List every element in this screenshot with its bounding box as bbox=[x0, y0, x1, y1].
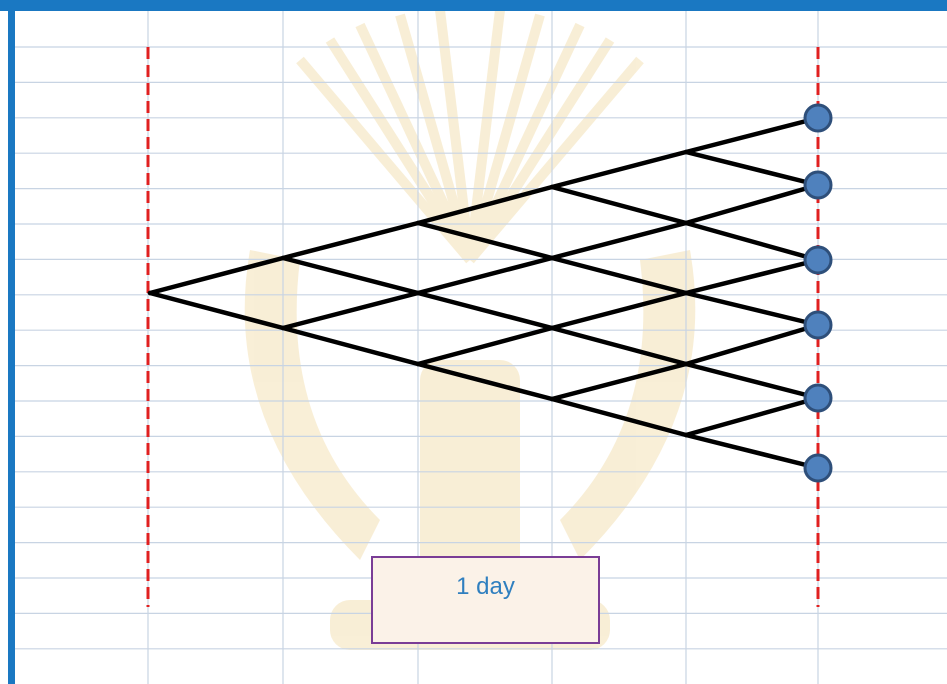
frame-top-border bbox=[0, 0, 947, 11]
terminal-nodes bbox=[803, 103, 833, 483]
lattice-edge bbox=[280, 255, 421, 296]
lattice-edge bbox=[415, 361, 555, 402]
lattice-edge bbox=[549, 325, 689, 367]
terminal-node bbox=[803, 103, 833, 133]
terminal-node bbox=[803, 310, 833, 340]
lattice-edge bbox=[147, 255, 286, 296]
lattice-edge bbox=[280, 325, 421, 367]
lattice-edge bbox=[683, 395, 821, 438]
lattice-edge bbox=[683, 115, 821, 155]
lattice-edge bbox=[683, 257, 821, 296]
lattice-edge bbox=[549, 396, 689, 438]
lattice-edge bbox=[549, 149, 689, 190]
lattice-edge bbox=[683, 322, 821, 367]
lattice-edge bbox=[549, 220, 689, 261]
terminal-node bbox=[803, 383, 833, 413]
lattice-edge bbox=[683, 432, 821, 471]
time-step-label-text: 1 day bbox=[456, 573, 515, 600]
lattice-edge bbox=[280, 220, 421, 261]
lattice-edge bbox=[415, 184, 555, 226]
lattice-edge bbox=[683, 290, 821, 328]
lattice-edge bbox=[415, 325, 555, 367]
lattice-edges bbox=[147, 115, 821, 471]
terminal-node bbox=[803, 453, 833, 483]
lattice-edge bbox=[683, 361, 821, 401]
lattice-edge bbox=[415, 220, 555, 261]
lattice-edge bbox=[683, 149, 821, 188]
lattice-edge bbox=[549, 361, 689, 402]
lattice-edge bbox=[549, 184, 689, 226]
lattice-edge bbox=[415, 290, 555, 331]
terminal-node bbox=[803, 170, 833, 200]
lattice-edge bbox=[683, 182, 821, 226]
frame-left-border bbox=[8, 0, 15, 684]
lattice-edge bbox=[549, 290, 689, 331]
lattice-edge bbox=[549, 255, 689, 296]
lattice-edge bbox=[415, 255, 555, 296]
time-step-label: 1 day bbox=[371, 556, 600, 644]
lattice-edge bbox=[280, 290, 421, 331]
terminal-node bbox=[803, 245, 833, 275]
lattice-edge bbox=[683, 220, 821, 263]
lattice-edge bbox=[147, 290, 286, 331]
